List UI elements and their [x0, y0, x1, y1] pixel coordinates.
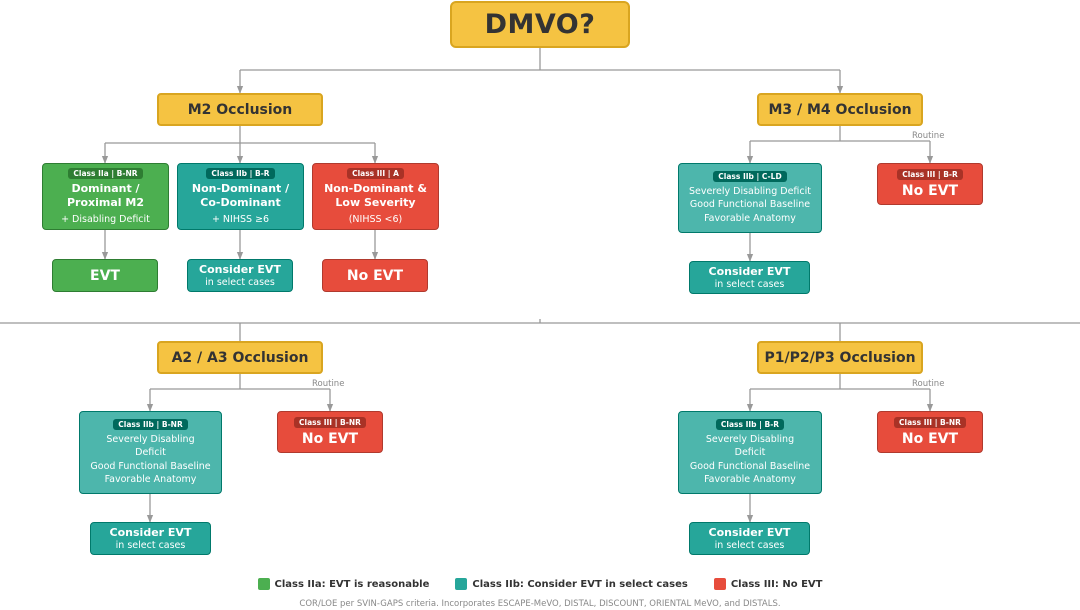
- outcome-label: Consider EVT: [199, 262, 281, 276]
- criterion: Favorable Anatomy: [704, 212, 796, 224]
- legend-label: Class IIb: Consider EVT in select cases: [472, 578, 688, 590]
- legend-label: Class IIa: EVT is reasonable: [274, 578, 430, 590]
- legend-label: Class III: No EVT: [730, 578, 823, 590]
- branch-title-line1: Non-Dominant &: [324, 181, 427, 195]
- root-title: DMVO?: [484, 9, 596, 40]
- outcome-label: Consider EVT: [708, 525, 791, 539]
- class-badge: Class III | A: [347, 167, 404, 179]
- criterion: Favorable Anatomy: [704, 474, 796, 485]
- outcome-label: EVT: [90, 267, 120, 284]
- outcome-label: No EVT: [901, 431, 959, 447]
- a2a3-no-evt-node: Class III | B-NR No EVT: [277, 411, 383, 453]
- outcome-sublabel: in select cases: [714, 278, 785, 290]
- m3m4-title: M3 / M4 Occlusion: [768, 101, 912, 118]
- m2-outcome-evt: EVT: [52, 259, 158, 292]
- class-badge: Class IIa | B-NR: [68, 167, 143, 179]
- class-badge: Class IIb | B-R: [206, 167, 275, 179]
- branch-title-line2: Low Severity: [335, 195, 416, 209]
- branch-title-line2: Proximal M2: [67, 195, 144, 209]
- legend-item-class-iia: Class IIa: EVT is reasonable: [257, 578, 430, 590]
- criterion: Severely Disabling: [106, 433, 195, 445]
- outcome-label: Consider EVT: [109, 525, 192, 539]
- m2-outcome-no-evt: No EVT: [322, 259, 428, 292]
- m3m4-criteria-node: Class IIb | C-LD Severely Disabling Defi…: [678, 163, 822, 233]
- criterion: Good Functional Baseline: [90, 460, 211, 472]
- routine-label: Routine: [912, 379, 945, 389]
- legend-swatch: [713, 578, 726, 590]
- p123-occlusion-node: P1/P2/P3 Occlusion: [757, 341, 923, 374]
- legend-item-class-iii: Class III: No EVT: [713, 578, 823, 590]
- outcome-label: No EVT: [346, 267, 404, 284]
- p123-outcome-consider: Consider EVT in select cases: [689, 522, 810, 555]
- m2-low-severity-node: Class III | A Non-Dominant & Low Severit…: [312, 163, 439, 230]
- m2-dominant-node: Class IIa | B-NR Dominant / Proximal M2 …: [42, 163, 169, 230]
- class-badge: Class IIb | C-LD: [713, 170, 787, 182]
- outcome-label: No EVT: [301, 431, 359, 447]
- m2-outcome-consider: Consider EVT in select cases: [187, 259, 293, 292]
- p123-no-evt-node: Class III | B-NR No EVT: [877, 411, 983, 453]
- routine-label: Routine: [312, 379, 345, 389]
- outcome-sublabel: in select cases: [714, 539, 785, 551]
- p123-title: P1/P2/P3 Occlusion: [764, 349, 916, 366]
- class-badge: Class IIb | B-R: [715, 418, 785, 430]
- class-badge: Class III | B-R: [897, 169, 963, 180]
- criterion: Good Functional Baseline: [689, 460, 811, 472]
- a2a3-title: A2 / A3 Occlusion: [171, 349, 309, 366]
- criterion: Severely Disabling Deficit: [688, 185, 811, 197]
- outcome-sublabel: in select cases: [115, 539, 186, 551]
- a2a3-criteria-node: Class IIb | B-NR Severely Disabling Defi…: [79, 411, 222, 494]
- outcome-label: Consider EVT: [708, 264, 791, 278]
- class-badge: Class III | B-NR: [294, 417, 366, 428]
- criterion: Deficit: [734, 447, 766, 458]
- branch-criteria: (NIHSS <6): [348, 213, 403, 225]
- m2-occlusion-node: M2 Occlusion: [157, 93, 323, 126]
- legend-item-class-iib: Class IIb: Consider EVT in select cases: [455, 578, 688, 590]
- m3m4-no-evt-node: Class III | B-R No EVT: [877, 163, 983, 205]
- footnote: COR/LOE per SVIN-GAPS criteria. Incorpor…: [299, 599, 781, 609]
- class-badge: Class III | B-NR: [894, 417, 966, 428]
- m3m4-occlusion-node: M3 / M4 Occlusion: [757, 93, 923, 126]
- a2a3-outcome-consider: Consider EVT in select cases: [90, 522, 211, 555]
- branch-criteria: + NIHSS ≥6: [211, 213, 270, 225]
- legend-swatch: [257, 578, 270, 590]
- legend-swatch: [455, 578, 468, 590]
- m2-nondominant-node: Class IIb | B-R Non-Dominant / Co-Domina…: [177, 163, 304, 230]
- outcome-label: No EVT: [901, 183, 959, 199]
- m2-title: M2 Occlusion: [187, 101, 293, 118]
- criterion: Severely Disabling: [705, 433, 795, 445]
- root-question-node: DMVO?: [450, 1, 630, 48]
- p123-criteria-node: Class IIb | B-R Severely Disabling Defic…: [678, 411, 822, 494]
- outcome-sublabel: in select cases: [205, 276, 275, 288]
- branch-criteria: + Disabling Deficit: [61, 213, 150, 225]
- criterion: Favorable Anatomy: [104, 474, 197, 485]
- m3m4-outcome-consider: Consider EVT in select cases: [689, 261, 810, 294]
- class-badge: Class IIb | B-NR: [113, 418, 188, 430]
- a2a3-occlusion-node: A2 / A3 Occlusion: [157, 341, 323, 374]
- legend: Class IIa: EVT is reasonable Class IIb: …: [0, 578, 1080, 590]
- branch-title-line2: Co-Dominant: [200, 195, 281, 209]
- branch-title-line1: Dominant /: [71, 181, 140, 195]
- criterion: Good Functional Baseline: [689, 199, 811, 211]
- criterion: Deficit: [135, 447, 166, 458]
- branch-title-line1: Non-Dominant /: [191, 181, 290, 195]
- routine-label: Routine: [912, 131, 945, 141]
